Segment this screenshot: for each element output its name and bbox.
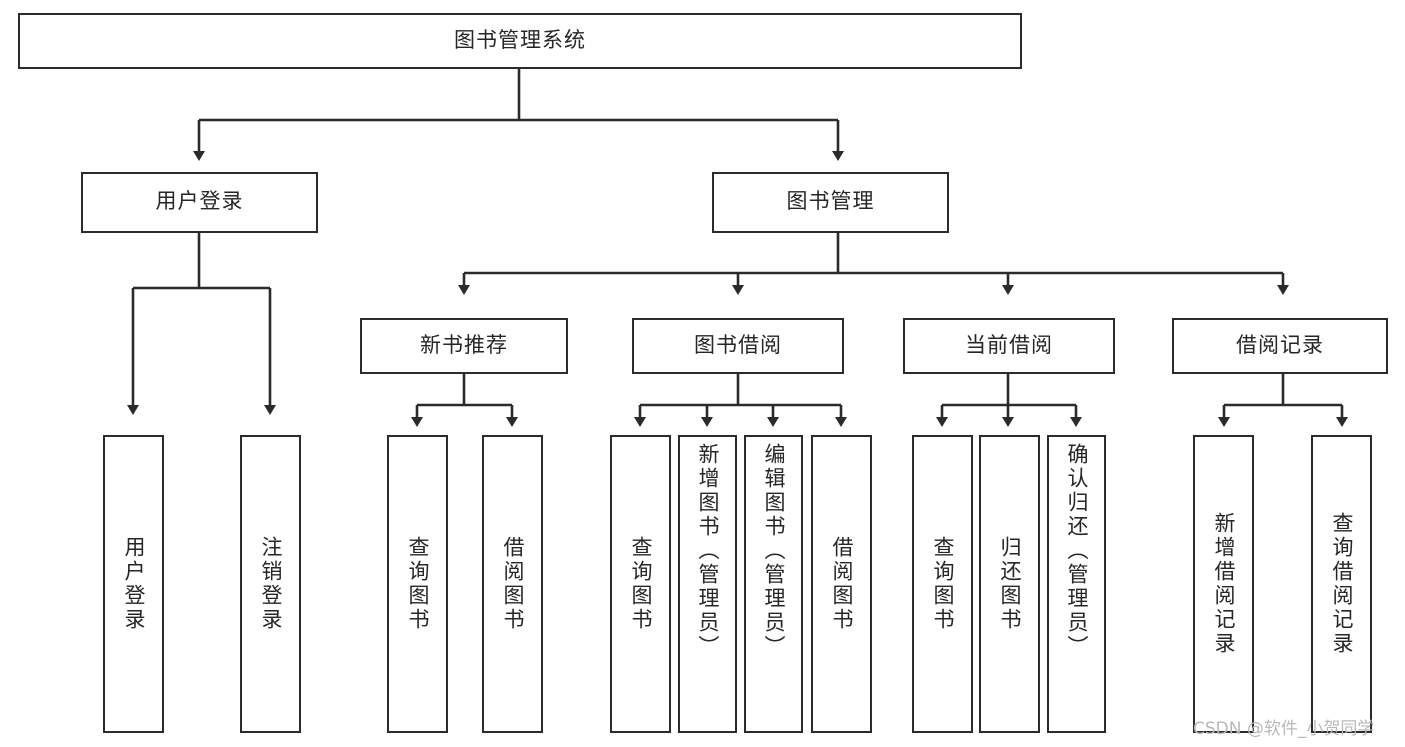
node-leaf-11[interactable]: 确认归还（管理员） <box>1047 435 1106 733</box>
node-root-label: 图书管理系统 <box>454 28 586 52</box>
node-user-login[interactable]: 用户登录 <box>81 172 318 233</box>
node-book-borrow[interactable]: 图书借阅 <box>632 318 844 374</box>
node-borrow-record[interactable]: 借阅记录 <box>1172 318 1388 374</box>
node-leaf-2-label: 注销登录 <box>259 536 282 632</box>
node-leaf-8-label: 借阅图书 <box>830 536 853 632</box>
node-leaf-9[interactable]: 查询图书 <box>912 435 973 733</box>
node-leaf-6-label: 新增图书（管理员） <box>696 443 719 659</box>
node-leaf-10-label: 归还图书 <box>998 536 1021 632</box>
node-leaf-5[interactable]: 查询图书 <box>610 435 671 733</box>
node-leaf-3[interactable]: 查询图书 <box>387 435 448 733</box>
node-leaf-4-label: 借阅图书 <box>501 536 524 632</box>
node-leaf-13[interactable]: 查询借阅记录 <box>1311 435 1372 733</box>
node-user-login-label: 用户登录 <box>155 190 244 214</box>
node-leaf-8[interactable]: 借阅图书 <box>811 435 872 733</box>
node-leaf-1-label: 用户登录 <box>122 536 145 632</box>
node-leaf-7[interactable]: 编辑图书（管理员） <box>744 435 803 733</box>
node-leaf-12[interactable]: 新增借阅记录 <box>1193 435 1254 733</box>
csdn-watermark: CSDN @软件_小贺同学 <box>1193 719 1375 739</box>
node-leaf-1[interactable]: 用户登录 <box>103 435 164 733</box>
node-root[interactable]: 图书管理系统 <box>18 13 1022 69</box>
node-leaf-11-label: 确认归还（管理员） <box>1065 443 1088 659</box>
node-book-manage-label: 图书管理 <box>786 190 875 214</box>
node-leaf-3-label: 查询图书 <box>406 536 429 632</box>
node-borrow-record-label: 借阅记录 <box>1236 333 1324 357</box>
node-book-borrow-label: 图书借阅 <box>694 333 782 357</box>
node-current-borrow-label: 当前借阅 <box>965 333 1053 357</box>
node-leaf-6[interactable]: 新增图书（管理员） <box>678 435 737 733</box>
node-book-manage[interactable]: 图书管理 <box>712 172 949 233</box>
node-leaf-5-label: 查询图书 <box>629 536 652 632</box>
node-leaf-7-label: 编辑图书（管理员） <box>762 443 785 659</box>
node-leaf-2[interactable]: 注销登录 <box>240 435 301 733</box>
node-leaf-4[interactable]: 借阅图书 <box>482 435 543 733</box>
node-leaf-13-label: 查询借阅记录 <box>1330 512 1353 656</box>
node-current-borrow[interactable]: 当前借阅 <box>903 318 1115 374</box>
node-leaf-9-label: 查询图书 <box>931 536 954 632</box>
node-new-book-rec[interactable]: 新书推荐 <box>360 318 568 374</box>
node-leaf-12-label: 新增借阅记录 <box>1212 512 1235 656</box>
node-leaf-10[interactable]: 归还图书 <box>979 435 1040 733</box>
node-new-book-rec-label: 新书推荐 <box>420 333 508 357</box>
